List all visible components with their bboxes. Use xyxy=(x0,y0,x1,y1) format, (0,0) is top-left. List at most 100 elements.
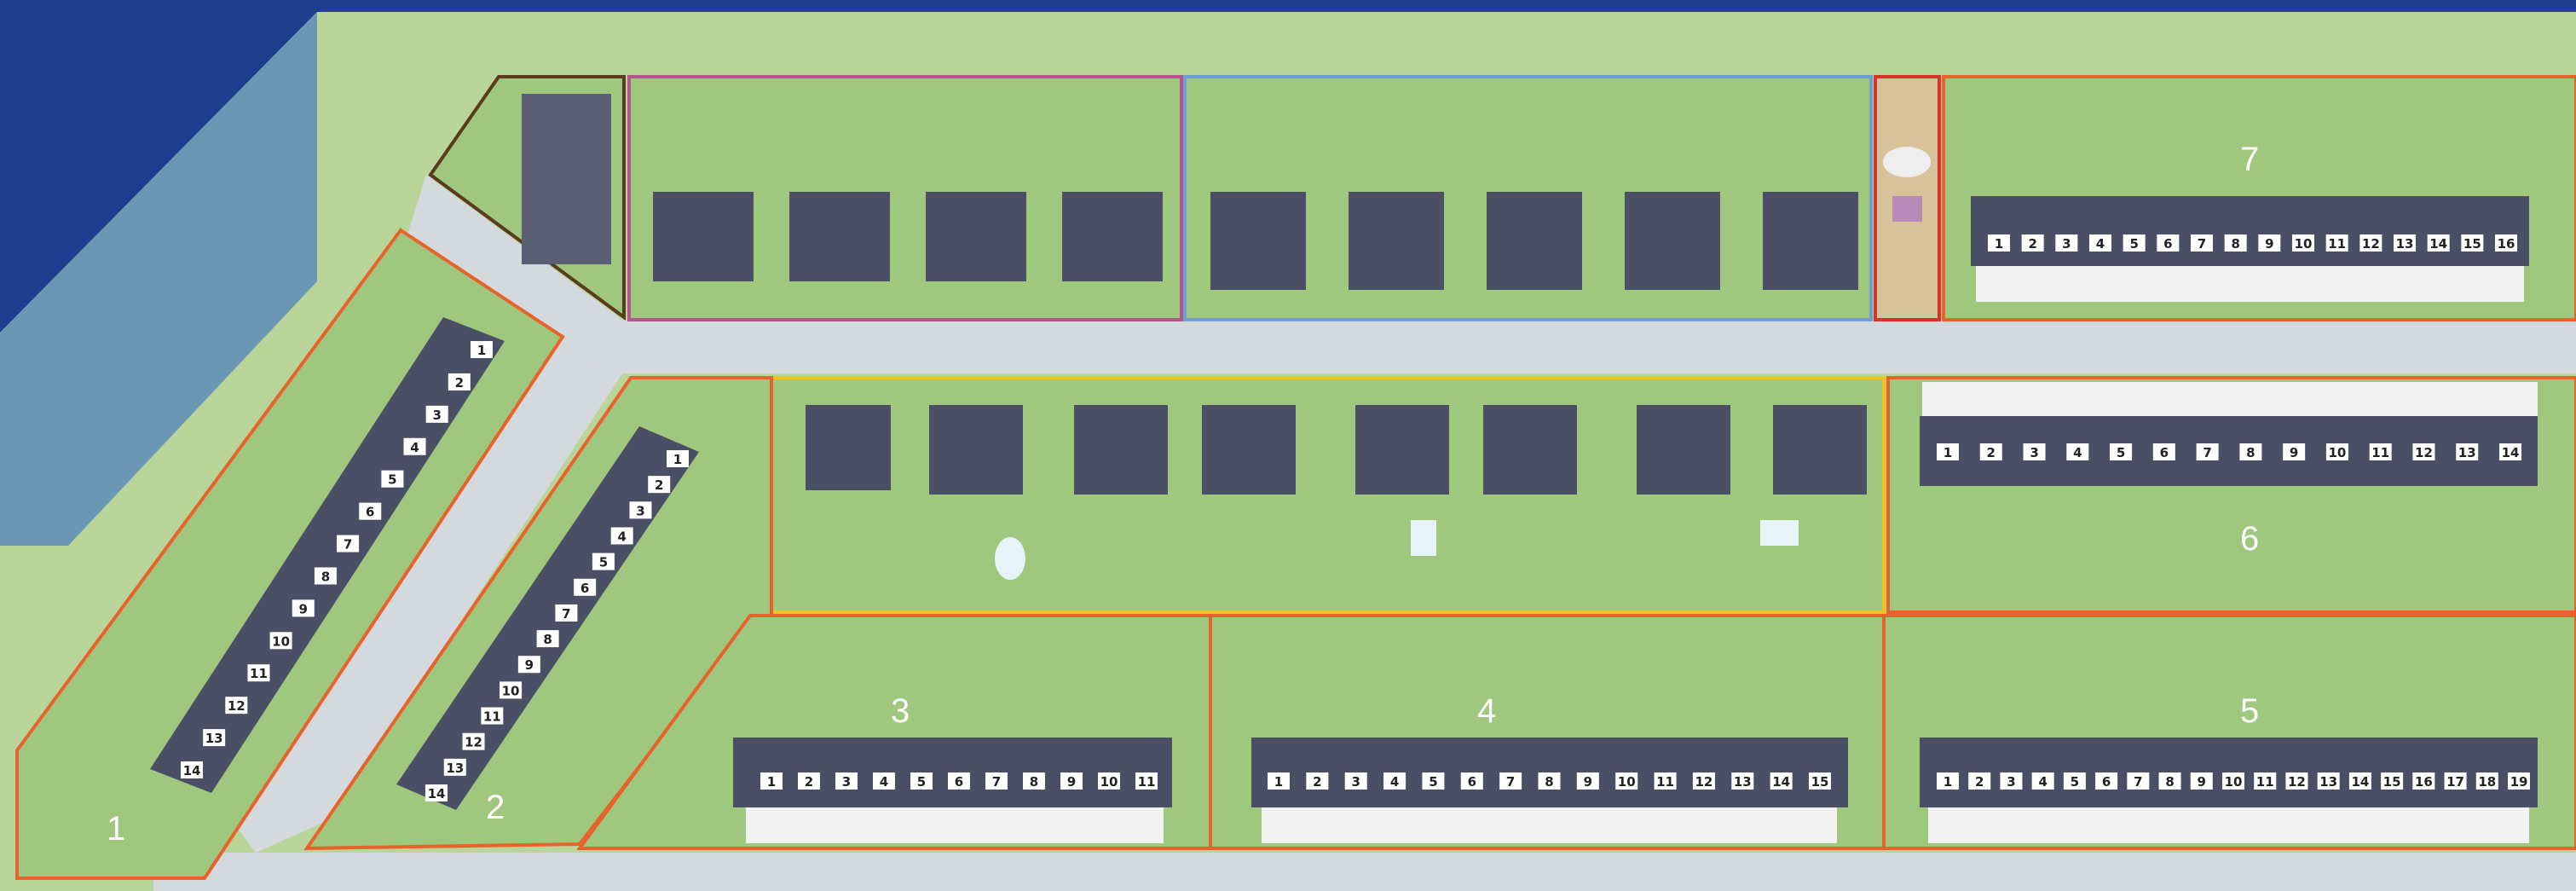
unit-tag[interactable] xyxy=(1306,772,1329,790)
unit-tag[interactable] xyxy=(948,772,970,790)
unit-tag[interactable] xyxy=(2066,443,2089,460)
unit-tag[interactable] xyxy=(2283,443,2306,460)
unit-tag[interactable] xyxy=(610,527,633,545)
unit-tag[interactable] xyxy=(2055,234,2078,252)
unit-tag[interactable] xyxy=(873,772,895,790)
unit-tag[interactable] xyxy=(2191,234,2213,252)
unit-tag[interactable] xyxy=(1770,772,1793,790)
unit-tag[interactable] xyxy=(1654,772,1677,790)
unit-tag[interactable] xyxy=(2495,234,2517,252)
unit-tag[interactable] xyxy=(1731,772,1754,790)
unit-tag[interactable] xyxy=(425,784,448,801)
unit-tag[interactable] xyxy=(574,578,597,596)
unit-tag[interactable] xyxy=(2325,443,2348,460)
unit-tag[interactable] xyxy=(314,567,337,585)
unit-tag[interactable] xyxy=(1692,772,1715,790)
unit-tag[interactable] xyxy=(381,470,404,488)
unit-tag[interactable] xyxy=(481,707,504,725)
unit-tag[interactable] xyxy=(2000,772,2023,790)
unit-tag[interactable] xyxy=(2508,772,2530,790)
unit-tag[interactable] xyxy=(2023,443,2046,460)
unit-tag[interactable] xyxy=(2224,234,2247,252)
unit-tag[interactable] xyxy=(592,553,615,570)
unit-tag[interactable] xyxy=(1968,772,1991,790)
unit-tag[interactable] xyxy=(1344,772,1367,790)
unit-tag[interactable] xyxy=(1060,772,1083,790)
unit-tag[interactable] xyxy=(247,664,270,682)
unit-tag[interactable] xyxy=(1135,772,1158,790)
unit-tag[interactable] xyxy=(798,772,820,790)
unit-tag[interactable] xyxy=(2157,234,2180,252)
unit-tag[interactable] xyxy=(2258,234,2281,252)
unit-tag[interactable] xyxy=(1615,772,1638,790)
unit-tag[interactable] xyxy=(1979,443,2002,460)
unit-tag[interactable] xyxy=(835,772,858,790)
unit-tag[interactable] xyxy=(2285,772,2308,790)
villa-zone[interactable] xyxy=(770,376,1886,614)
unit-tag[interactable] xyxy=(985,772,1008,790)
unit-tag[interactable] xyxy=(471,341,493,358)
unit-tag[interactable] xyxy=(448,373,471,391)
unit-tag[interactable] xyxy=(2222,772,2244,790)
unit-tag[interactable] xyxy=(2444,772,2467,790)
unit-tag[interactable] xyxy=(1538,772,1561,790)
unit-tag[interactable] xyxy=(1988,234,2010,252)
unit-tag[interactable] xyxy=(2089,234,2111,252)
unit-tag[interactable] xyxy=(425,405,448,423)
unit-tag[interactable] xyxy=(2394,234,2416,252)
unit-tag[interactable] xyxy=(1499,772,1522,790)
unit-tag[interactable] xyxy=(2190,772,2213,790)
duplex-zone[interactable] xyxy=(627,75,1183,321)
unit-tag[interactable] xyxy=(667,450,689,467)
unit-tag[interactable] xyxy=(1809,772,1831,790)
unit-tag[interactable] xyxy=(1576,772,1599,790)
unit-tag[interactable] xyxy=(2158,772,2181,790)
unit-tag[interactable] xyxy=(2196,443,2219,460)
unit-tag[interactable] xyxy=(2369,443,2392,460)
unit-tag[interactable] xyxy=(2348,772,2371,790)
unit-tag[interactable] xyxy=(536,630,559,648)
utility-building-zone[interactable] xyxy=(428,75,626,321)
unit-tag[interactable] xyxy=(292,599,315,617)
unit-tag[interactable] xyxy=(181,761,203,778)
unit-tag[interactable] xyxy=(359,502,382,520)
unit-tag[interactable] xyxy=(337,535,360,553)
unit-tag[interactable] xyxy=(2317,772,2340,790)
unit-tag[interactable] xyxy=(2412,443,2435,460)
unit-tag[interactable] xyxy=(2412,772,2435,790)
unit-tag[interactable] xyxy=(629,501,652,519)
unit-tag[interactable] xyxy=(2095,772,2118,790)
unit-tag[interactable] xyxy=(760,772,783,790)
unit-tag[interactable] xyxy=(648,476,671,494)
unit-tag[interactable] xyxy=(462,732,485,750)
unit-tag[interactable] xyxy=(2152,443,2175,460)
unit-tag[interactable] xyxy=(2254,772,2277,790)
unit-tag[interactable] xyxy=(2239,443,2262,460)
unit-tag[interactable] xyxy=(403,437,426,455)
unit-tag[interactable] xyxy=(2123,234,2146,252)
unit-tag[interactable] xyxy=(2031,772,2054,790)
unit-tag[interactable] xyxy=(2292,234,2314,252)
unit-tag[interactable] xyxy=(2499,443,2521,460)
unit-tag[interactable] xyxy=(2456,443,2479,460)
unit-tag[interactable] xyxy=(1937,443,1959,460)
unit-tag[interactable] xyxy=(517,656,540,674)
semi-detached-zone[interactable] xyxy=(1183,75,1873,321)
unit-tag[interactable] xyxy=(2063,772,2086,790)
unit-tag[interactable] xyxy=(1268,772,1290,790)
unit-tag[interactable] xyxy=(2021,234,2044,252)
unit-tag[interactable] xyxy=(1023,772,1045,790)
unit-tag[interactable] xyxy=(1937,772,1959,790)
unit-tag[interactable] xyxy=(1383,772,1406,790)
unit-tag[interactable] xyxy=(2427,234,2450,252)
playground[interactable] xyxy=(1874,75,1941,321)
unit-tag[interactable] xyxy=(1098,772,1120,790)
unit-tag[interactable] xyxy=(203,729,226,747)
unit-tag[interactable] xyxy=(2127,772,2150,790)
